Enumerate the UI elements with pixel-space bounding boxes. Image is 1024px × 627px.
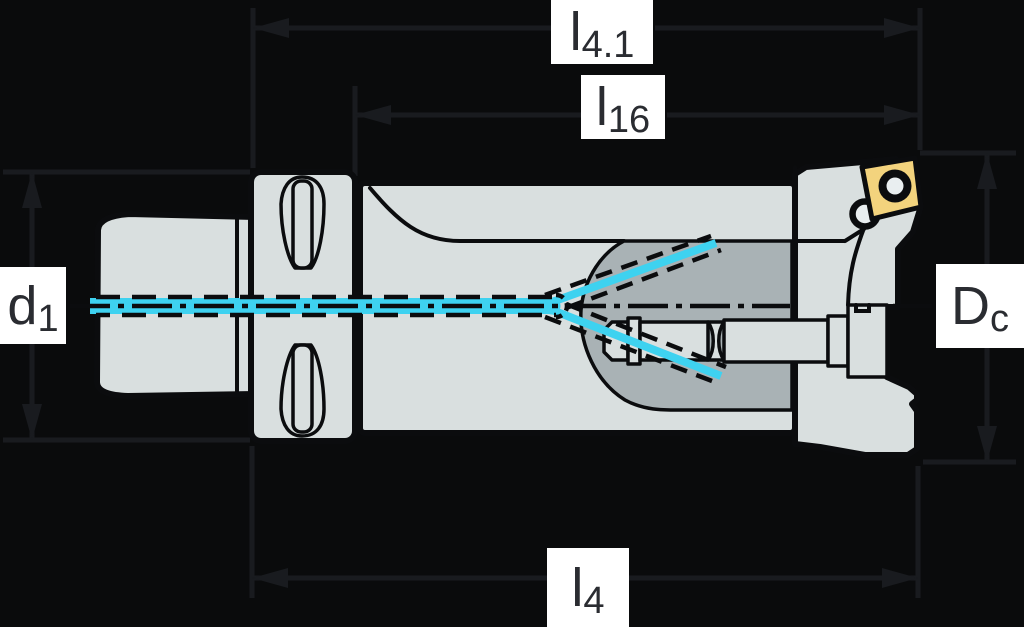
flange-slot-bottom [279,343,326,438]
dim-label-l41-main: l [569,2,582,62]
dimension-l41 [250,8,923,168]
insert-screw-hole [878,169,912,203]
dim-label-dc-sub: c [990,298,1009,340]
dim-label-l16-sub: 16 [607,99,651,141]
dim-label-d1-main: d [7,275,38,336]
flange-slot-top [279,175,326,270]
dimension-l16 [352,86,920,176]
dim-label-l4-main: l [571,557,584,618]
dimension-l4 [249,446,921,598]
dim-label-l4-sub: 4 [583,579,605,622]
cutting-insert [859,155,924,222]
dim-label-dc-main: D [951,276,990,336]
dim-label-l16-main: l [595,77,608,137]
dim-label-l41-sub: 4.1 [581,24,635,66]
dimension-d1 [3,169,250,443]
dim-label-d1-sub: 1 [37,297,59,340]
coolant-channel [90,233,727,384]
dimension-dc [920,150,1016,465]
